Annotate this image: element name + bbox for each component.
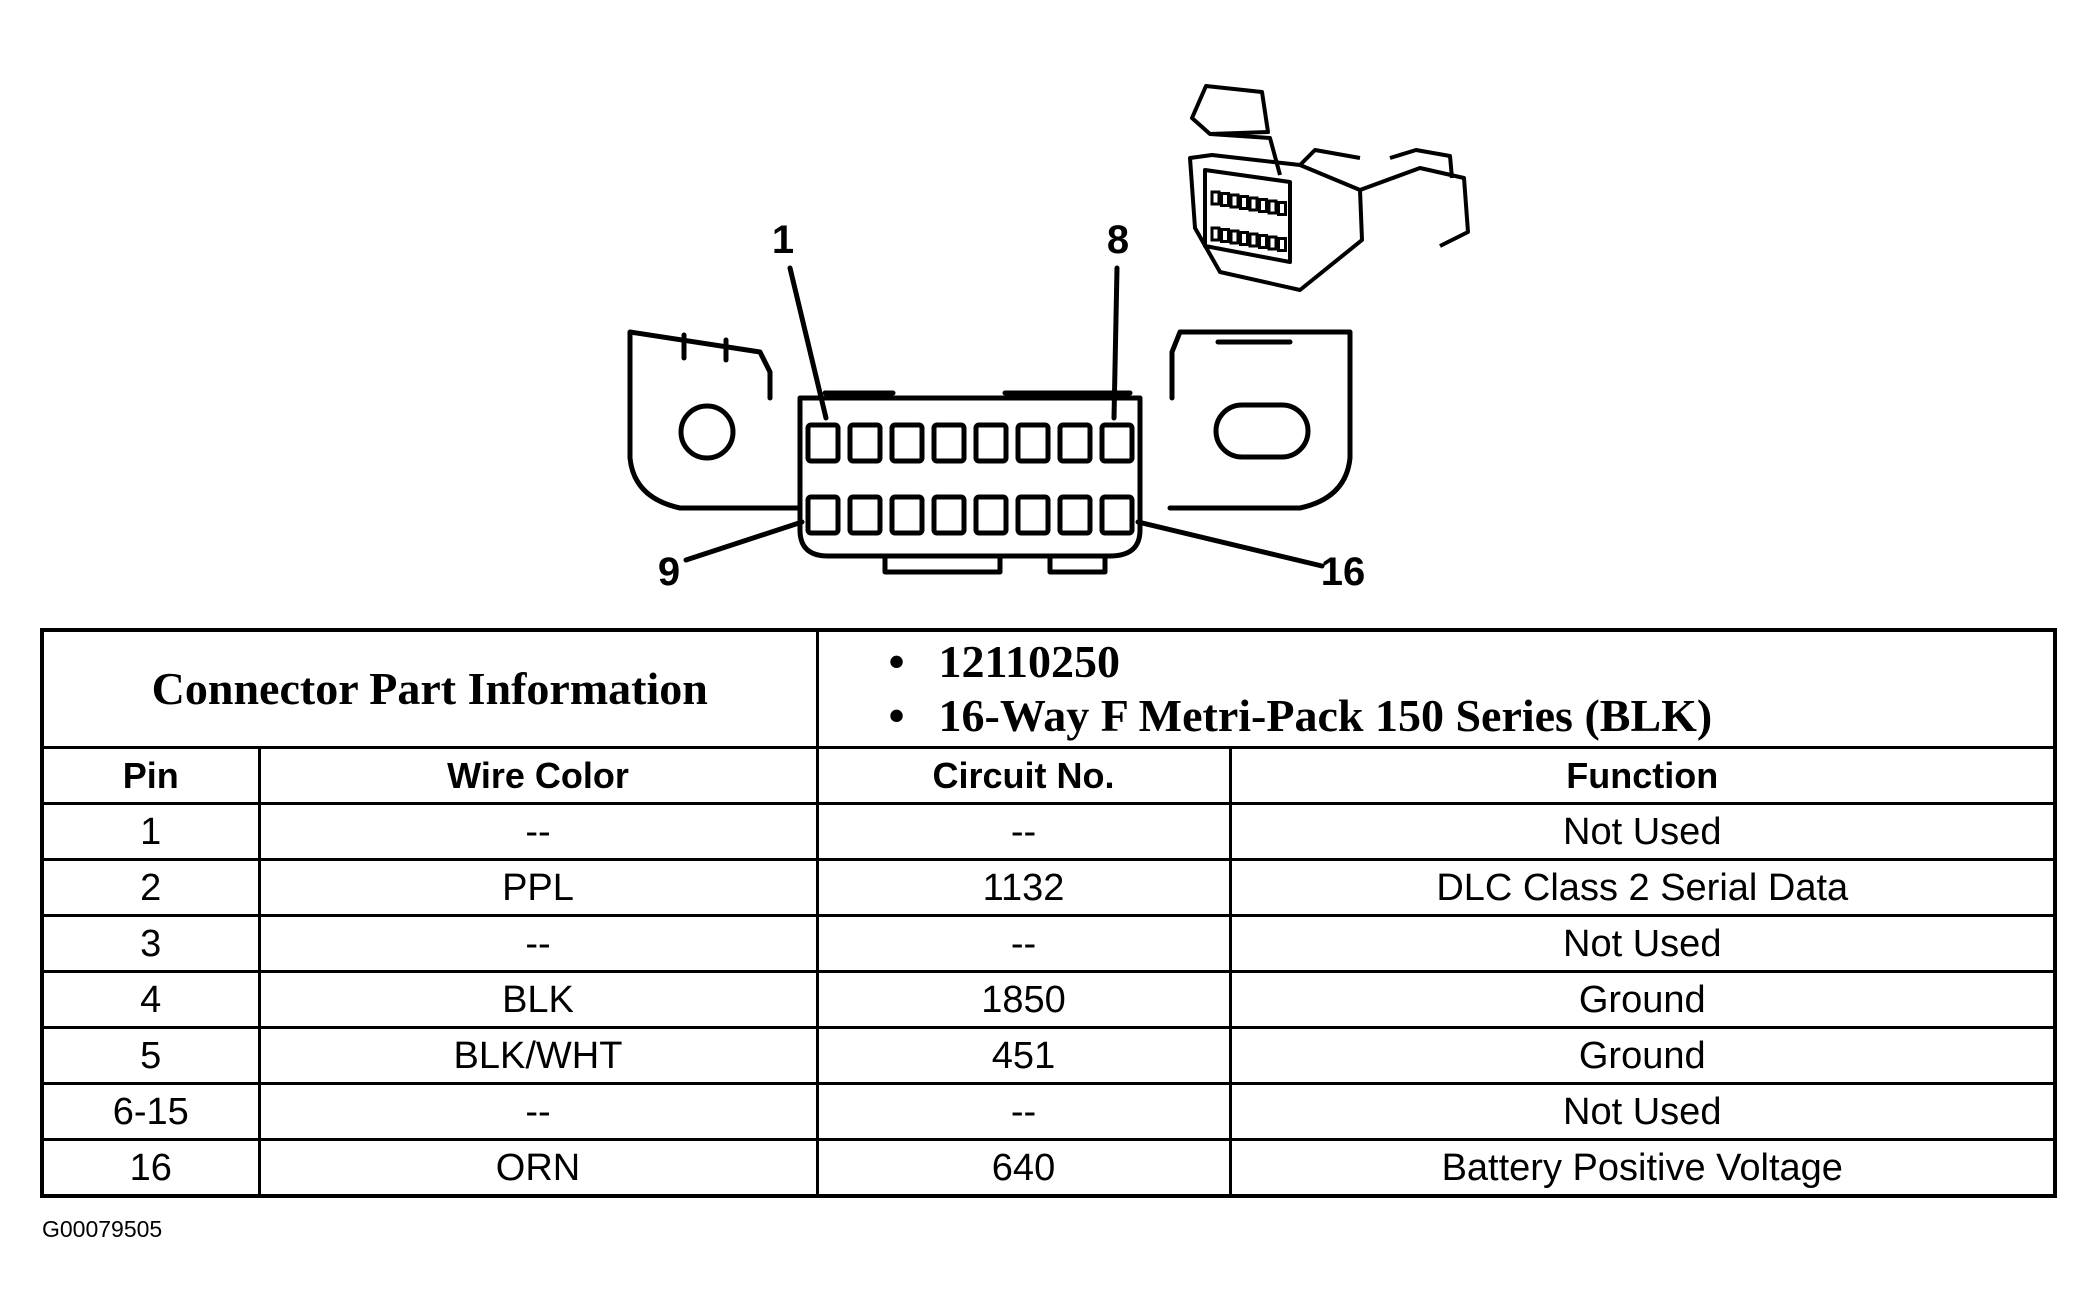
callout-line-pin-1 bbox=[787, 265, 829, 421]
pin-callout-9: 9 bbox=[658, 550, 680, 594]
pin-cavity-15 bbox=[1057, 494, 1093, 536]
function-cell: DLC Class 2 Serial Data bbox=[1228, 858, 2057, 917]
pin-cavity-3d bbox=[1267, 199, 1278, 215]
pin-cell: 16 bbox=[40, 1138, 261, 1198]
wire-color-cell: ORN bbox=[257, 1138, 819, 1198]
left-mounting-hole bbox=[678, 403, 736, 461]
pin-cell: 3 bbox=[40, 914, 261, 973]
pin-cavity-16 bbox=[1099, 494, 1135, 536]
pin-cavity-9 bbox=[805, 494, 841, 536]
pin-cavity-3d bbox=[1248, 196, 1259, 212]
pin-cavity-10 bbox=[847, 494, 883, 536]
wire-color-cell: -- bbox=[257, 1082, 819, 1141]
table-row: 5 BLK/WHT 451 Ground bbox=[40, 1026, 2057, 1085]
function-cell: Ground bbox=[1228, 970, 2057, 1029]
table-row: 3 -- -- Not Used bbox=[40, 914, 2057, 973]
pin-cavity-3d bbox=[1277, 201, 1287, 216]
pin-cell: 1 bbox=[40, 802, 261, 861]
function-cell: Battery Positive Voltage bbox=[1228, 1138, 2057, 1198]
pin-cavity-2 bbox=[847, 422, 883, 464]
header-circuit-no: Circuit No. bbox=[815, 746, 1232, 805]
right-mounting-ear bbox=[1167, 329, 1353, 511]
wire-color-cell: -- bbox=[257, 802, 819, 861]
header-wire-color: Wire Color bbox=[257, 746, 819, 805]
table-row: 1 -- -- Not Used bbox=[40, 802, 2057, 861]
table-row: 4 BLK 1850 Ground bbox=[40, 970, 2057, 1029]
pin-cell: 5 bbox=[40, 1026, 261, 1085]
pin-cavity-7 bbox=[1057, 422, 1093, 464]
pin-cavity-3d bbox=[1210, 190, 1221, 206]
pin-cavity-14 bbox=[1015, 494, 1051, 536]
connector-3d-view bbox=[1188, 84, 1470, 292]
header-pin: Pin bbox=[40, 746, 261, 805]
connector-info-details: 12110250 16-Way F Metri-Pack 150 Series … bbox=[815, 628, 2057, 749]
circuit-cell: 640 bbox=[815, 1138, 1232, 1198]
pin-cavity-6 bbox=[1015, 422, 1051, 464]
wire-color-cell: BLK/WHT bbox=[257, 1026, 819, 1085]
part-number: 12110250 bbox=[889, 635, 2054, 689]
callout-line-pin-8 bbox=[1111, 265, 1120, 421]
table-row: 16 ORN 640 Battery Positive Voltage bbox=[40, 1138, 2057, 1198]
pin-cavity-13 bbox=[973, 494, 1009, 536]
wire-color-cell: -- bbox=[257, 914, 819, 973]
connector-info-row: Connector Part Information 12110250 16-W… bbox=[40, 628, 2057, 749]
pin-cavity-4 bbox=[931, 422, 967, 464]
circuit-cell: 1132 bbox=[815, 858, 1232, 917]
table-row: 6-15 -- -- Not Used bbox=[40, 1082, 2057, 1141]
pin-cavity-3 bbox=[889, 422, 925, 464]
callout-line-pin-16 bbox=[1135, 519, 1325, 569]
circuit-cell: -- bbox=[815, 802, 1232, 861]
pin-callout-16: 16 bbox=[1321, 550, 1366, 594]
pin-cavity-12 bbox=[931, 494, 967, 536]
header-function: Function bbox=[1228, 746, 2057, 805]
function-cell: Not Used bbox=[1228, 802, 2057, 861]
pin-cavity-1 bbox=[805, 422, 841, 464]
callout-line-pin-9 bbox=[683, 519, 805, 563]
connector-body bbox=[797, 395, 1143, 559]
pin-cavity-3d bbox=[1277, 237, 1287, 252]
pin-cavity-11 bbox=[889, 494, 925, 536]
table-row: 2 PPL 1132 DLC Class 2 Serial Data bbox=[40, 858, 2057, 917]
pin-cavity-3d bbox=[1239, 195, 1249, 210]
circuit-cell: 1850 bbox=[815, 970, 1232, 1029]
pin-cavity-3d bbox=[1248, 232, 1259, 248]
function-cell: Not Used bbox=[1228, 914, 2057, 973]
pin-cavity-3d bbox=[1258, 234, 1268, 249]
figure-code: G00079505 bbox=[42, 1216, 163, 1242]
circuit-cell: -- bbox=[815, 914, 1232, 973]
table-header-row: Pin Wire Color Circuit No. Function bbox=[40, 746, 2057, 805]
wire-color-cell: PPL bbox=[257, 858, 819, 917]
pin-callout-8: 8 bbox=[1107, 218, 1129, 262]
left-mounting-ear bbox=[627, 329, 803, 511]
right-mounting-slot bbox=[1213, 402, 1311, 460]
pin-cavity-5 bbox=[973, 422, 1009, 464]
pin-cavity-3d bbox=[1210, 226, 1221, 242]
pin-cavity-3d bbox=[1229, 193, 1240, 209]
pin-cell: 6-15 bbox=[40, 1082, 261, 1141]
pin-cavity-3d bbox=[1258, 198, 1268, 213]
pin-cell: 2 bbox=[40, 858, 261, 917]
circuit-cell: 451 bbox=[815, 1026, 1232, 1085]
bottom-tab bbox=[1047, 553, 1108, 575]
connector-diagram: 1 8 9 16 bbox=[627, 84, 1470, 594]
pin-cell: 4 bbox=[40, 970, 261, 1029]
function-cell: Ground bbox=[1228, 1026, 2057, 1085]
bottom-tab bbox=[882, 553, 1003, 575]
connector-description: 16-Way F Metri-Pack 150 Series (BLK) bbox=[889, 689, 2054, 743]
connector-info-list: 12110250 16-Way F Metri-Pack 150 Series … bbox=[889, 635, 2054, 743]
circuit-cell: -- bbox=[815, 1082, 1232, 1141]
pin-cavity-3d bbox=[1239, 231, 1249, 246]
pin-cavity-3d bbox=[1220, 228, 1230, 243]
function-cell: Not Used bbox=[1228, 1082, 2057, 1141]
pin-cavity-3d bbox=[1229, 229, 1240, 245]
pin-cavity-8 bbox=[1099, 422, 1135, 464]
pin-cavity-3d bbox=[1220, 192, 1230, 207]
pin-callout-1: 1 bbox=[772, 218, 794, 262]
connector-pinout-table: Connector Part Information 12110250 16-W… bbox=[40, 628, 2058, 1198]
connector-info-title: Connector Part Information bbox=[40, 628, 819, 749]
wire-color-cell: BLK bbox=[257, 970, 819, 1029]
pin-cavity-3d bbox=[1267, 235, 1278, 251]
